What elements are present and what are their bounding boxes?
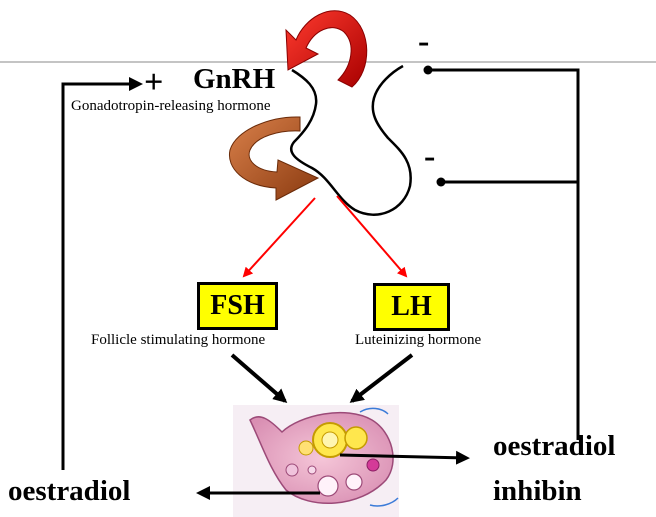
feedback-node-top — [423, 65, 433, 75]
gnrh-full-name: Gonadotropin-releasing hormone — [71, 98, 271, 114]
red-loop-arrow — [285, 10, 368, 88]
negative-feedback-sign-middle: - — [424, 138, 436, 175]
negative-feedback-sign-top: - — [418, 23, 430, 60]
fsh-stimulation-arrow — [242, 197, 316, 278]
fsh-box: FSH — [197, 282, 278, 330]
inhibin-label: inhibin — [493, 475, 582, 507]
gnrh-label: GnRH — [193, 63, 276, 95]
lh-full-name: Luteinizing hormone — [355, 332, 482, 348]
right-negative-feedback-line — [428, 68, 580, 440]
ovary-illustration — [233, 405, 399, 517]
left-oestradiol-label: oestradiol — [8, 475, 131, 507]
left-positive-feedback-line — [61, 82, 130, 470]
positive-feedback-sign: + — [144, 64, 164, 101]
pituitary-outline — [289, 64, 412, 216]
lh-stimulation-arrow — [336, 195, 408, 278]
lh-box: LH — [373, 283, 450, 331]
brown-loop-arrow — [228, 116, 320, 201]
ovary-to-right-oestradiol-arrow — [339, 450, 470, 465]
fsh-to-ovary-arrow — [230, 353, 288, 403]
feedback-node-middle — [436, 177, 446, 187]
fsh-full-name: Follicle stimulating hormone — [91, 332, 266, 348]
lh-to-ovary-arrow — [349, 353, 414, 403]
right-oestradiol-label: oestradiol — [493, 430, 616, 462]
